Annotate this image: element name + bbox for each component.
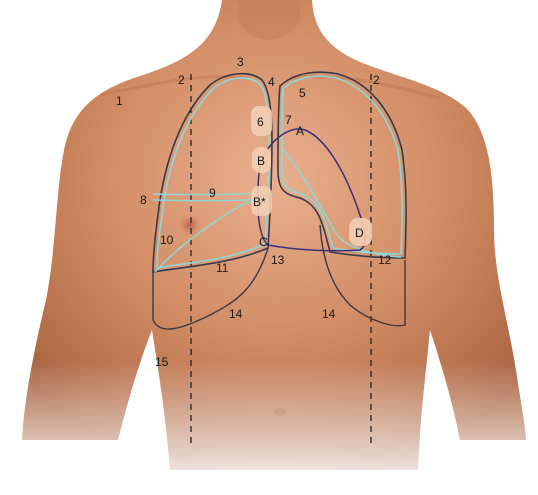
nipple xyxy=(179,214,201,236)
torso xyxy=(22,0,526,470)
label-2-left: 2 xyxy=(373,73,380,87)
oblique-fissure-left xyxy=(282,149,402,258)
label-4: 4 xyxy=(268,75,275,89)
label-9: 9 xyxy=(209,186,216,200)
label-15: 15 xyxy=(155,355,169,369)
clavicle-right xyxy=(99,74,249,97)
label-b: B xyxy=(257,154,265,168)
neck-shadow xyxy=(238,0,300,40)
marker-bstar xyxy=(251,186,272,216)
label-8: 8 xyxy=(140,193,147,207)
label-1: 1 xyxy=(116,94,123,108)
label-7: 7 xyxy=(285,113,292,127)
bottom-fade xyxy=(0,360,538,495)
marker-b xyxy=(252,147,271,173)
label-3: 3 xyxy=(237,55,244,69)
label-6: 6 xyxy=(257,115,264,129)
pleural-boundary-right xyxy=(152,247,269,330)
label-a: A xyxy=(296,124,304,138)
label-12: 12 xyxy=(378,253,392,267)
label-d: D xyxy=(355,226,364,240)
label-c: C xyxy=(259,235,268,249)
label-2-right: 2 xyxy=(178,73,185,87)
left-lung-outline xyxy=(277,71,407,259)
label-14-left: 14 xyxy=(322,307,336,321)
marker-6 xyxy=(251,106,272,136)
label-10: 10 xyxy=(160,233,174,247)
marker-d xyxy=(349,218,372,246)
label-bstar: B* xyxy=(253,195,266,209)
label-14-right: 14 xyxy=(229,307,243,321)
left-lung-cyan xyxy=(281,75,403,255)
label-11: 11 xyxy=(216,261,229,275)
label-5: 5 xyxy=(299,86,306,100)
label-13: 13 xyxy=(271,253,285,267)
